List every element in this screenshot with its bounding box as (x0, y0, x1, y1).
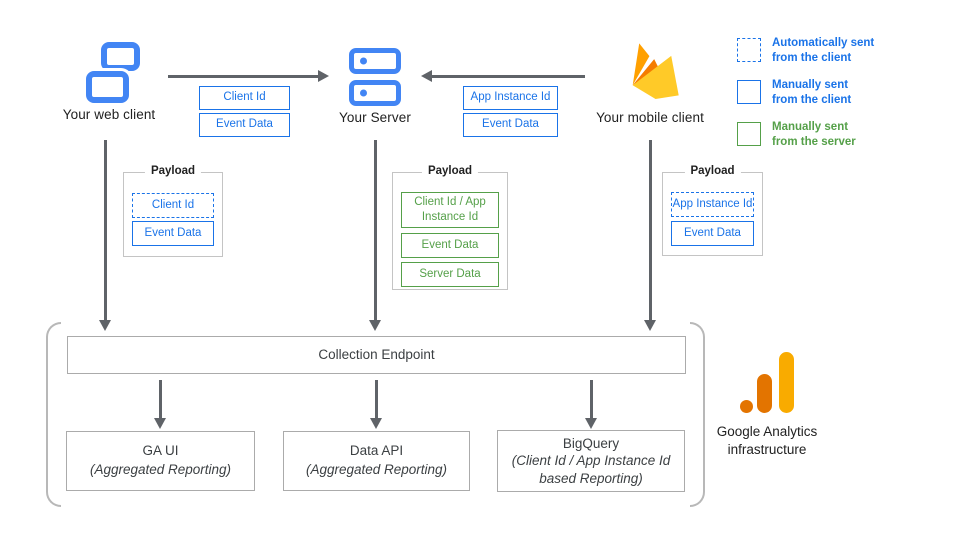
bigquery-title: BigQuery (562, 435, 620, 451)
ga-ui-subtitle: (Aggregated Reporting) (89, 462, 232, 477)
data-api-box: Data API (Aggregated Reporting) (283, 431, 470, 491)
payload-item-client-or-app-instance-id: Client Id / App Instance Id (401, 192, 499, 228)
server-rack-dot (360, 89, 367, 97)
flow-tag-event-data: Event Data (463, 113, 558, 137)
collection-endpoint-box: Collection Endpoint (67, 336, 686, 374)
payload-title: Payload (144, 165, 202, 177)
firebase-flame-icon (632, 43, 679, 100)
arrow-mobile-to-server-head (421, 70, 432, 82)
legend-line: Manually sent (772, 121, 849, 133)
legend-swatch-manual-from-server (737, 122, 761, 146)
payload-box-server: Payload Client Id / App Instance Id Even… (392, 165, 508, 290)
payload-item-event-data: Event Data (401, 233, 499, 258)
legend-label-manual-from-server: Manually sent from the server (772, 120, 856, 150)
collection-endpoint-label: Collection Endpoint (318, 346, 435, 362)
web-client-icon-front-window (86, 71, 129, 103)
ga-ui-box: GA UI (Aggregated Reporting) (66, 431, 255, 491)
arrow-to-ga-ui-head (154, 418, 166, 429)
bigquery-subtitle: (Client Id / App Instance Id based Repor… (511, 453, 671, 486)
payload-box-mobile: Payload App Instance Id Event Data (662, 165, 763, 256)
web-client-icon-back-window (101, 42, 140, 71)
flow-tag-app-instance-id: App Instance Id (463, 86, 558, 110)
server-rack-bottom (349, 80, 401, 106)
payload-title: Payload (421, 165, 479, 177)
arrow-to-data-api-line (375, 380, 378, 418)
legend-line: Manually sent (772, 79, 849, 91)
mobile-client-label: Your mobile client (596, 110, 704, 125)
legend-label-manual-from-client: Manually sent from the client (772, 78, 851, 108)
google-analytics-logo-bar-tall (779, 352, 794, 413)
legend-swatch-manual-from-client (737, 80, 761, 104)
payload-box-web: Payload Client Id Event Data (123, 165, 223, 257)
server-rack-dot (360, 57, 367, 65)
flow-tag-client-id: Client Id (199, 86, 290, 110)
legend-label-auto-from-client: Automatically sent from the client (772, 36, 874, 66)
web-client-label: Your web client (62, 107, 156, 122)
arrow-web-to-server-line (168, 75, 318, 78)
arrow-to-bigquery-line (590, 380, 593, 418)
arrow-server-down-line (374, 140, 377, 320)
payload-title: Payload (684, 165, 741, 177)
arrow-web-to-server-head (318, 70, 329, 82)
payload-item-event-data: Event Data (671, 221, 754, 246)
arrow-to-ga-ui-line (159, 380, 162, 418)
flow-tag-event-data: Event Data (199, 113, 290, 137)
data-api-title: Data API (349, 443, 404, 459)
google-analytics-infrastructure-label: Google Analytics infrastructure (697, 423, 837, 459)
arrow-server-down-head (369, 320, 381, 331)
arrow-mobile-to-server-line (432, 75, 585, 78)
data-api-subtitle: (Aggregated Reporting) (305, 462, 448, 477)
arrow-web-down-line (104, 140, 107, 320)
payload-item-client-id: Client Id (132, 193, 214, 218)
server-rack-top (349, 48, 401, 74)
arrow-web-down-head (99, 320, 111, 331)
payload-item-app-instance-id: App Instance Id (671, 192, 754, 217)
server-label: Your Server (339, 110, 411, 125)
legend-line: Automatically sent (772, 37, 875, 49)
arrow-mobile-down-line (649, 140, 652, 320)
google-analytics-logo-bar-mid (757, 374, 772, 413)
payload-item-server-data: Server Data (401, 262, 499, 287)
arrow-to-data-api-head (370, 418, 382, 429)
legend-swatch-auto-from-client (737, 38, 761, 62)
ga-ui-title: GA UI (142, 443, 179, 459)
infrastructure-bracket-right (690, 322, 705, 507)
arrow-mobile-down-head (644, 320, 656, 331)
legend-line: from the server (772, 136, 856, 149)
ga-label-line: infrastructure (727, 442, 807, 458)
arrow-to-bigquery-head (585, 418, 597, 429)
web-client-icon (86, 42, 140, 103)
legend-line: from the client (772, 52, 852, 65)
bigquery-box: BigQuery (Client Id / App Instance Id ba… (497, 430, 685, 492)
payload-item-event-data: Event Data (132, 221, 214, 246)
infrastructure-bracket-left (46, 322, 61, 507)
legend-line: from the client (772, 94, 852, 107)
server-icon (349, 48, 401, 106)
ga-label-line: Google Analytics (716, 424, 818, 439)
google-analytics-logo-dot (740, 400, 753, 413)
